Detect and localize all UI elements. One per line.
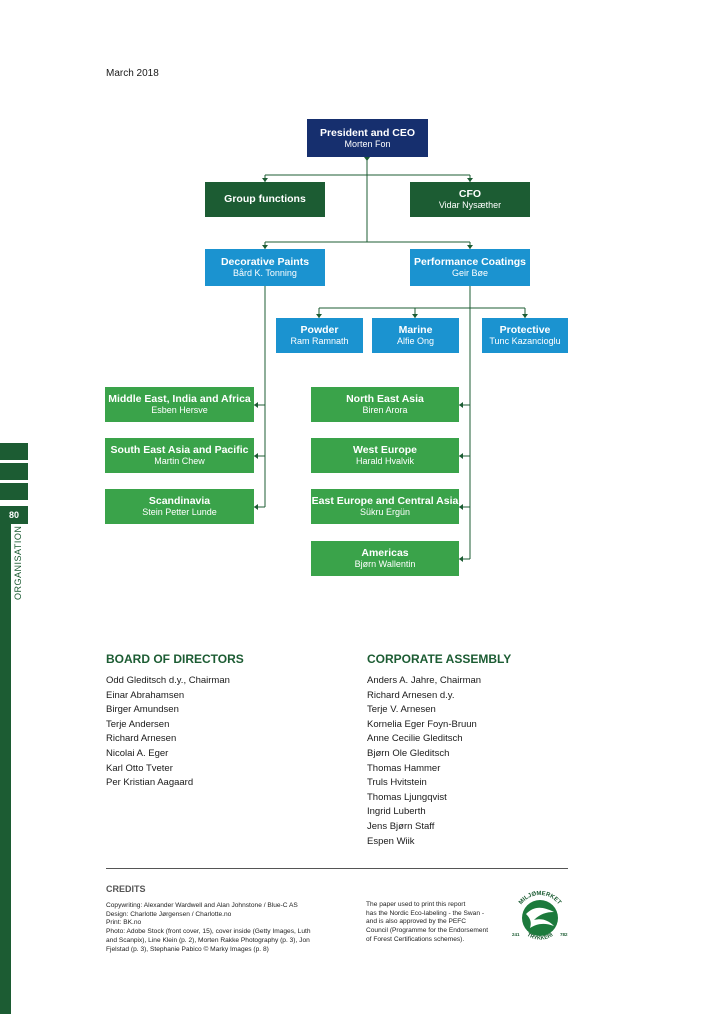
divider xyxy=(106,868,568,869)
box-title: Protective xyxy=(499,324,551,337)
box-title: Middle East, India and Africa xyxy=(108,393,251,406)
box-title: South East Asia and Pacific xyxy=(110,444,249,457)
svg-text:TRYKKERI: TRYKKERI xyxy=(526,932,555,942)
assembly-members: Anders A. Jahre, Chairman Richard Arnese… xyxy=(367,674,481,849)
assembly-member: Bjørn Ole Gleditsch xyxy=(367,747,450,759)
sidebar-bar xyxy=(0,524,11,1014)
org-box-scandinavia: Scandinavia Stein Petter Lunde xyxy=(105,489,254,524)
ecolabel-line: The paper used to print this report xyxy=(366,901,466,908)
assembly-member: Espen Wiik xyxy=(367,835,415,847)
org-box-powder: Powder Ram Ramnath xyxy=(276,318,363,353)
logo-left-number: 241 xyxy=(512,932,520,937)
box-title: North East Asia xyxy=(346,393,424,406)
ecolabel-text: The paper used to print this report has … xyxy=(366,901,488,945)
assembly-member: Terje V. Arnesen xyxy=(367,704,436,716)
box-name: Morten Fon xyxy=(344,138,391,149)
box-title: CFO xyxy=(458,188,482,201)
ecolabel-line: Council (Programme for the Endorsement xyxy=(366,927,489,935)
box-title: East Europe and Central Asia xyxy=(311,495,459,508)
board-member: Terje Andersen xyxy=(106,718,170,730)
logo-bottom-text: TRYKKERI xyxy=(526,932,555,942)
section-tabs xyxy=(0,443,28,503)
credits-line: Photo: Adobe Stock (front cover, 15), co… xyxy=(106,928,311,936)
org-box-west-europe: West Europe Harald Hvalvik xyxy=(311,438,459,473)
nordic-swan-ecolabel-logo: MILJØMERKET TRYKKERI 241 782 xyxy=(512,891,568,942)
box-name: Tunc Kazancioglu xyxy=(489,336,561,347)
org-box-group-functions: Group functions xyxy=(205,182,325,217)
board-member: Birger Amundsen xyxy=(106,704,179,716)
org-box-decorative-paints: Decorative Paints Bård K. Tonning xyxy=(205,249,325,286)
box-name: Martin Chew xyxy=(154,456,205,467)
box-name: Geir Bøe xyxy=(451,268,488,279)
credits-line: Copywriting: Alexander Wardwell and Alan… xyxy=(106,902,298,909)
org-box-protective: Protective Tunc Kazancioglu xyxy=(482,318,568,353)
board-member: Karl Otto Tveter xyxy=(106,762,173,774)
assembly-title: CORPORATE ASSEMBLY xyxy=(367,652,512,666)
ecolabel-line: has the Nordic Eco-labeling - the Swan - xyxy=(366,909,485,917)
box-title: Powder xyxy=(300,324,339,337)
assembly-member: Richard Arnesen d.y. xyxy=(367,689,455,701)
box-title: West Europe xyxy=(353,444,417,457)
box-title: Marine xyxy=(398,324,433,337)
org-box-north-east-asia: North East Asia Biren Arora xyxy=(311,387,459,422)
assembly-member: Truls Hvitstein xyxy=(367,777,427,789)
org-box-americas: Americas Bjørn Wallentin xyxy=(311,541,459,576)
box-name: Bård K. Tonning xyxy=(233,268,297,279)
org-box-cfo: CFO Vidar Nysæther xyxy=(410,182,530,217)
section-label: ORGANISATION xyxy=(13,525,23,600)
box-name: Harald Hvalvik xyxy=(355,456,415,467)
assembly-member: Ingrid Luberth xyxy=(367,806,426,818)
box-title: Scandinavia xyxy=(148,495,211,508)
logo-right-number: 782 xyxy=(560,932,568,937)
credits-line: Print: BK.no xyxy=(106,919,142,927)
box-title: President and CEO xyxy=(319,126,416,139)
credits-title: CREDITS xyxy=(106,884,146,894)
credits-line: Design: Charlotte Jørgensen / Charlotte.… xyxy=(106,910,232,918)
assembly-member: Anders A. Jahre, Chairman xyxy=(367,675,482,686)
report-date: March 2018 xyxy=(106,68,159,79)
org-box-east-europe: East Europe and Central Asia Sükru Ergün xyxy=(311,489,459,524)
org-box-ceo: President and CEO Morten Fon xyxy=(307,119,428,157)
board-member: Richard Arnesen xyxy=(106,733,177,745)
box-name: Vidar Nysæther xyxy=(438,200,502,211)
credits-text: Copywriting: Alexander Wardwell and Alan… xyxy=(106,902,311,954)
org-box-south-east-asia: South East Asia and Pacific Martin Chew xyxy=(105,438,254,473)
ecolabel-line: of Forest Certifications schemes). xyxy=(366,935,465,943)
assembly-member: Thomas Ljungqvist xyxy=(367,791,447,803)
assembly-member: Anne Cecilie Gleditsch xyxy=(367,733,463,745)
board-member: Nicolai A. Eger xyxy=(106,747,169,759)
box-name: Bjørn Wallentin xyxy=(354,559,416,570)
box-name: Sükru Ergün xyxy=(359,507,411,518)
box-name: Biren Arora xyxy=(362,405,408,416)
ecolabel-line: and is also approved by the PEFC xyxy=(366,918,467,926)
box-name: Alfie Ong xyxy=(396,336,435,347)
section-tab xyxy=(0,483,28,500)
board-title: BOARD OF DIRECTORS xyxy=(106,652,244,666)
org-box-marine: Marine Alfie Ong xyxy=(372,318,459,353)
page-number: 80 xyxy=(0,506,28,524)
section-tab xyxy=(0,463,28,480)
assembly-member: Jens Bjørn Staff xyxy=(367,820,435,832)
assembly-member: Thomas Hammer xyxy=(367,762,441,774)
board-member: Odd Gleditsch d.y., Chairman xyxy=(106,675,230,686)
box-title: Decorative Paints xyxy=(220,256,310,269)
box-title: Group functions xyxy=(224,193,306,206)
org-box-performance-coatings: Performance Coatings Geir Bøe xyxy=(410,249,530,286)
box-name: Ram Ramnath xyxy=(290,336,349,347)
credits-line: Fjelstad (p. 3), Stephanie Pabico © Mark… xyxy=(106,945,269,953)
box-title: Performance Coatings xyxy=(413,256,527,269)
org-box-middle-east: Middle East, India and Africa Esben Hers… xyxy=(105,387,254,422)
credits-line: and Scanpix), Line Klein (p. 2), Morten … xyxy=(106,936,310,944)
board-members: Odd Gleditsch d.y., Chairman Einar Abrah… xyxy=(106,674,230,791)
assembly-member: Kornelia Eger Foyn-Bruun xyxy=(367,718,477,730)
section-tab xyxy=(0,443,28,460)
board-member: Per Kristian Aagaard xyxy=(106,777,194,789)
board-member: Einar Abrahamsen xyxy=(106,689,185,701)
box-title: Americas xyxy=(361,547,409,560)
box-name: Stein Petter Lunde xyxy=(142,507,217,518)
box-name: Esben Hersve xyxy=(151,405,208,416)
